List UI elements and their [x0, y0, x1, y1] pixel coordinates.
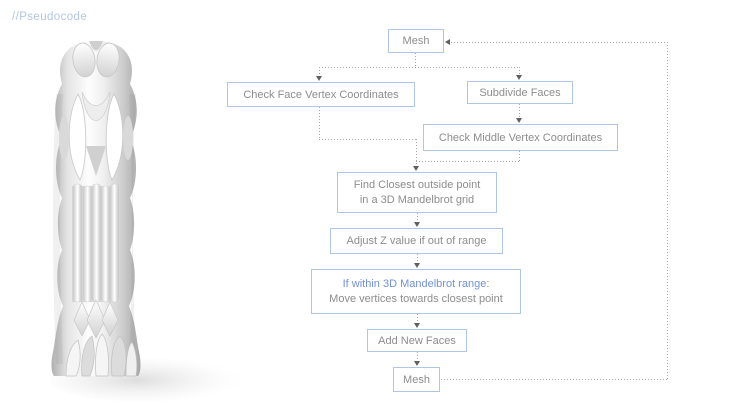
fractal-column-render	[38, 34, 248, 408]
connector-checkmiddle-merge	[416, 161, 520, 162]
flow-node-label-line1: If within 3D Mandelbrot range:	[342, 277, 490, 290]
connector-mesh-to-split	[415, 53, 416, 67]
flow-node-if-within-range: If within 3D Mandelbrot range: Move vert…	[311, 269, 521, 314]
flow-node-subdivide-faces: Subdivide Faces	[467, 81, 573, 104]
flow-node-label: Check Face Vertex Coordinates	[243, 88, 399, 101]
flow-node-label-line2: in a 3D Mandelbrot grid	[359, 193, 475, 206]
arrow-down-icon	[414, 263, 420, 268]
arrow-down-icon	[413, 166, 419, 171]
flow-node-label: Mesh	[403, 373, 430, 386]
flow-node-adjust-z: Adjust Z value if out of range	[330, 228, 503, 254]
connector-loop-right	[667, 42, 668, 380]
connector-split-right-drop	[519, 67, 520, 75]
flow-node-check-middle-vertex: Check Middle Vertex Coordinates	[423, 124, 618, 151]
connector-adjustz-to-ifwithin	[417, 254, 418, 263]
connector-checkmiddle-down	[519, 151, 520, 161]
flow-node-add-new-faces: Add New Faces	[367, 329, 467, 352]
flow-node-mesh-top: Mesh	[388, 29, 444, 53]
connector-split-left-drop	[319, 67, 320, 76]
arrow-down-icon	[414, 222, 420, 227]
connector-merge-to-findclosest	[416, 139, 417, 166]
arrow-left-icon	[445, 39, 450, 45]
connector-checkface-merge	[319, 139, 417, 140]
fractal-column-svg	[50, 41, 242, 402]
connector-subdivide-down	[519, 104, 520, 118]
connector-split-horizontal	[319, 67, 520, 68]
flow-node-label: Add New Faces	[378, 334, 456, 347]
connector-loop-bottom	[441, 379, 668, 380]
flow-node-label: Check Middle Vertex Coordinates	[438, 131, 603, 144]
connector-findclosest-to-adjustz	[417, 213, 418, 222]
connector-loop-top	[451, 42, 668, 43]
arrow-down-icon	[414, 361, 420, 366]
arrow-down-icon	[414, 323, 420, 328]
flow-node-mesh-bottom: Mesh	[393, 367, 440, 392]
connector-checkface-down	[319, 107, 320, 139]
page-title: //Pseudocode	[12, 11, 88, 23]
arrow-down-icon	[516, 118, 522, 123]
connector-addfaces-to-mesh	[417, 352, 418, 361]
connector-ifwithin-to-addfaces	[417, 314, 418, 323]
arrow-down-icon	[516, 75, 522, 80]
flow-node-label: Mesh	[402, 35, 430, 47]
flow-node-label: Adjust Z value if out of range	[346, 235, 487, 247]
arrow-down-icon	[316, 76, 322, 81]
flow-node-label-line1: Find Closest outside point	[353, 178, 481, 191]
flow-node-check-face-vertex: Check Face Vertex Coordinates	[227, 82, 415, 107]
flow-node-find-closest-point: Find Closest outside point in a 3D Mande…	[337, 172, 497, 213]
flow-node-label: Subdivide Faces	[479, 86, 561, 99]
flow-node-label-line2: Move vertices towards closest point	[329, 292, 503, 305]
